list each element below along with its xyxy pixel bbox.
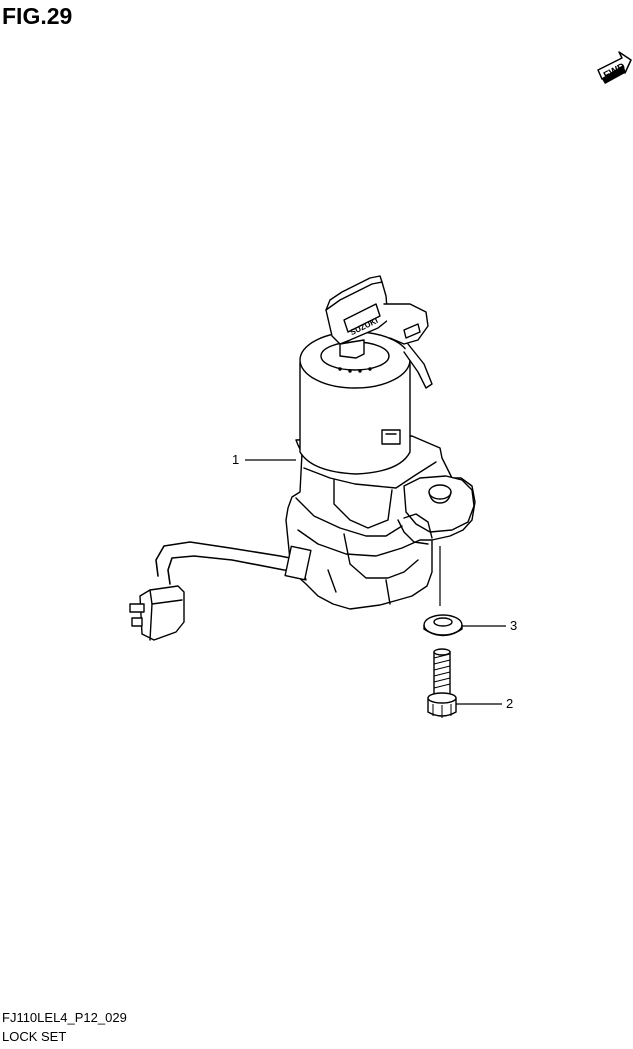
callout-1: 1 (232, 452, 296, 467)
callout-1-number: 1 (232, 452, 239, 467)
diagram-name: LOCK SET (2, 1029, 67, 1044)
spare-key (383, 303, 433, 389)
diagram-code: FJ110LEL4_P12_029 (2, 1010, 127, 1025)
lock-cylinder (299, 361, 411, 475)
fwd-arrow-icon: FWD (597, 51, 632, 84)
wire-connector (139, 585, 185, 641)
callout-2-number: 2 (506, 696, 513, 711)
lock-set-illustration: SUZUKI (129, 275, 476, 641)
key: SUZUKI (325, 275, 389, 359)
callout-3-number: 3 (510, 618, 517, 633)
callout-3: 3 (462, 618, 517, 633)
mounting-hole (428, 484, 452, 500)
figure-title: FIG.29 (2, 3, 73, 29)
callout-2: 2 (456, 696, 513, 711)
wire-harness (155, 541, 305, 585)
washer (423, 614, 463, 637)
bolt (427, 648, 457, 718)
